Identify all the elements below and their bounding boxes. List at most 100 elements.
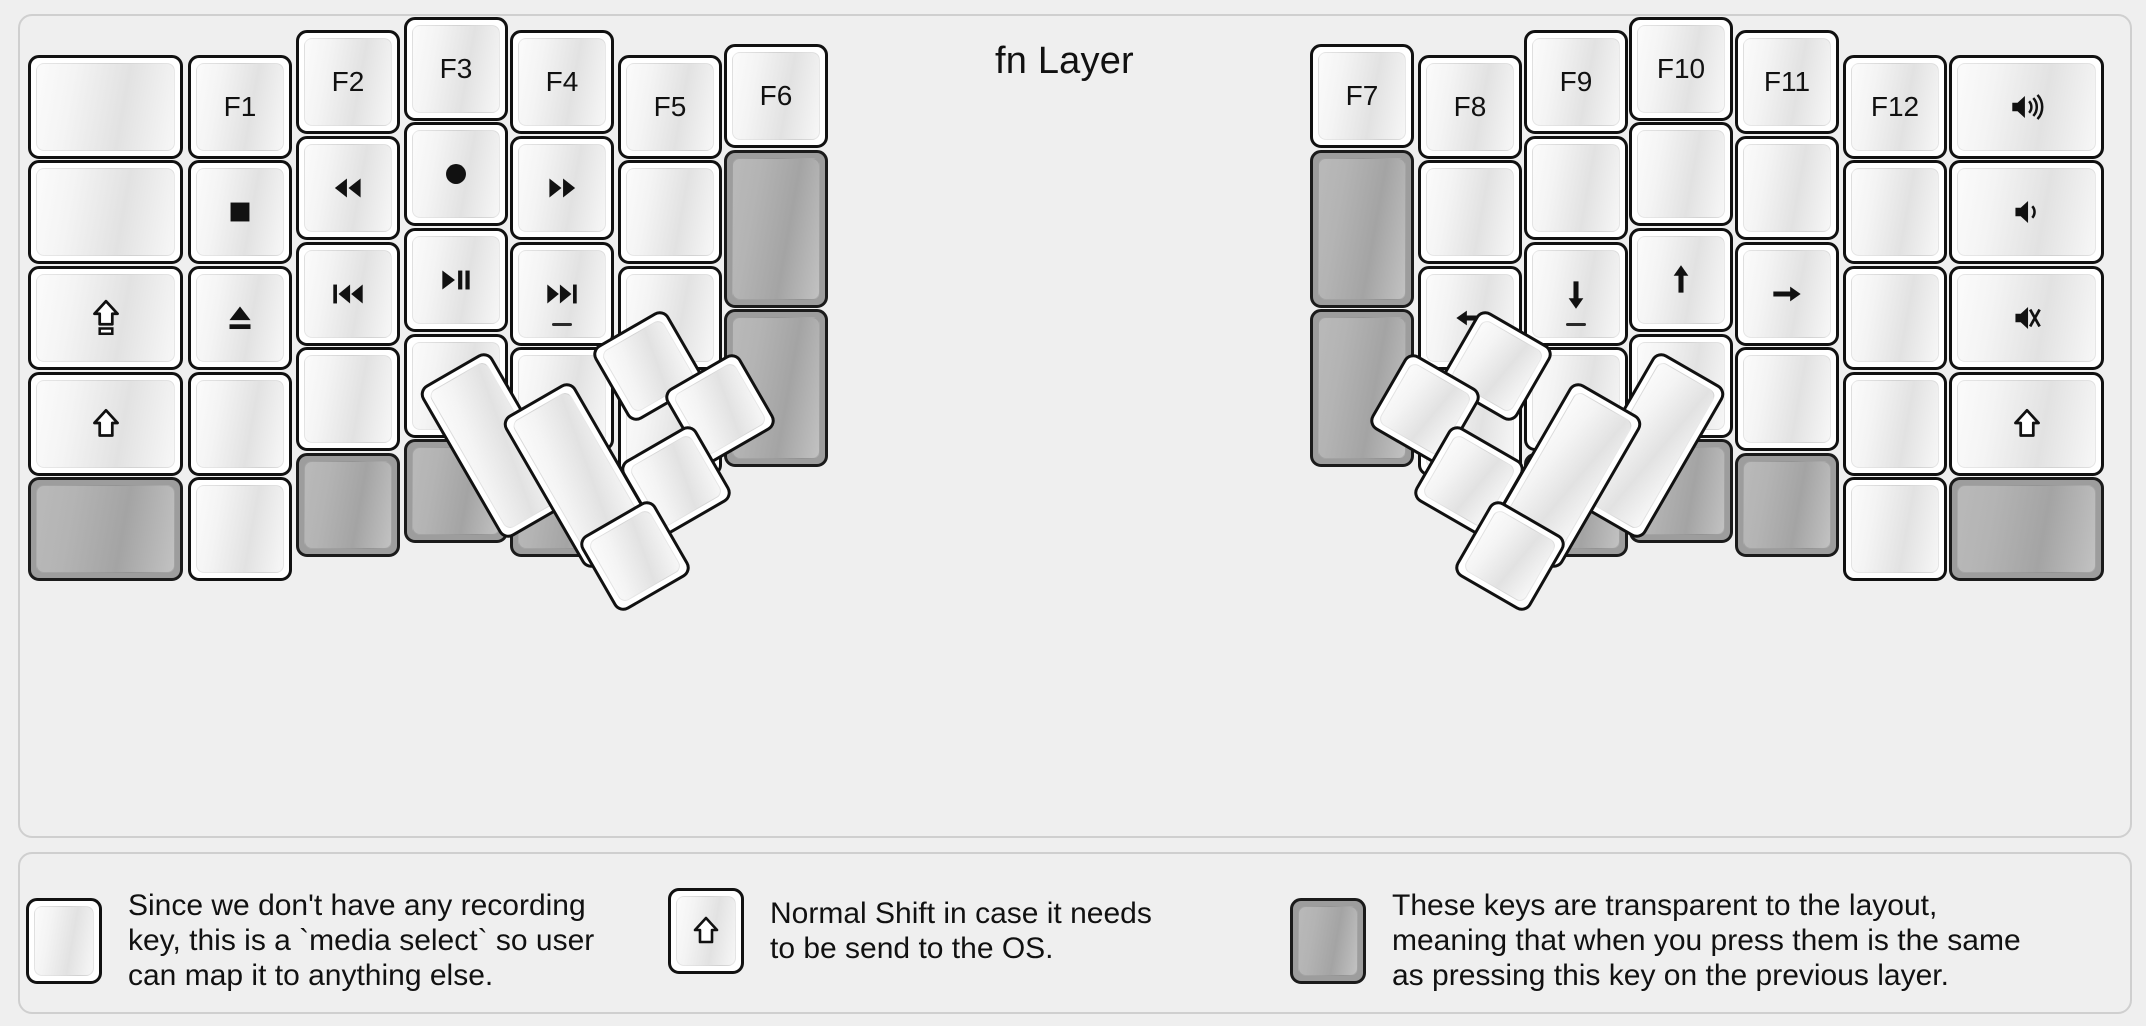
media-prev-track-icon — [333, 284, 363, 304]
media-fast-forward-icon — [541, 167, 583, 209]
key-blank[interactable] — [28, 55, 183, 159]
key-cap — [1318, 158, 1406, 300]
key-f7[interactable]: F7 — [1310, 44, 1414, 148]
key-cap: F6 — [732, 52, 820, 140]
key-label: F6 — [759, 80, 793, 111]
key-cap — [732, 158, 820, 300]
arrow-up-icon — [1660, 259, 1702, 301]
key-transparent[interactable] — [1735, 453, 1839, 557]
legend-item: Since we don't have any recording key, t… — [26, 888, 594, 993]
key-blank[interactable] — [1843, 266, 1947, 370]
key-media-record[interactable] — [404, 122, 508, 226]
media-next-track-icon — [547, 284, 577, 304]
key-volume-mute[interactable] — [1949, 266, 2104, 370]
key-f3[interactable]: F3 — [404, 17, 508, 121]
key-media-eject[interactable] — [188, 266, 292, 370]
shift-arrow-icon — [85, 403, 127, 445]
key-f12[interactable]: F12 — [1843, 55, 1947, 159]
key-arrow-down[interactable] — [1524, 242, 1628, 346]
key-f10[interactable]: F10 — [1629, 17, 1733, 121]
key-cap — [1743, 250, 1831, 338]
key-cap — [196, 485, 284, 573]
key-blank[interactable] — [188, 372, 292, 476]
media-stop-icon — [230, 202, 250, 222]
arrow-right-icon — [1773, 286, 1801, 302]
key-cap: F12 — [1851, 63, 1939, 151]
key-blank[interactable] — [1629, 122, 1733, 226]
key-media-rewind[interactable] — [296, 136, 400, 240]
key-cap — [1637, 236, 1725, 324]
key-cap: F1 — [196, 63, 284, 151]
key-blank[interactable] — [1735, 347, 1839, 451]
key-cap — [1851, 380, 1939, 468]
arrow-down-icon — [1568, 281, 1584, 309]
key-cap — [1851, 485, 1939, 573]
media-play-pause-icon — [442, 270, 470, 290]
key-transparent[interactable] — [1310, 309, 1414, 467]
legend-description: These keys are transparent to the layout… — [1392, 889, 2021, 993]
key-cap — [626, 168, 714, 256]
key-blank[interactable] — [296, 347, 400, 451]
key-label: F10 — [1656, 53, 1706, 84]
key-blank[interactable] — [1843, 160, 1947, 264]
volume-down-icon — [2006, 191, 2048, 233]
caps-shift-icon — [92, 299, 119, 336]
key-f9[interactable]: F9 — [1524, 30, 1628, 134]
key-media-next-track[interactable] — [510, 242, 614, 346]
key-transparent[interactable] — [724, 150, 828, 308]
key-cap — [196, 274, 284, 362]
key-cap: F10 — [1637, 25, 1725, 113]
key-blank[interactable] — [1843, 477, 1947, 581]
key-cap — [1743, 355, 1831, 443]
key-shift-arrow[interactable] — [1949, 372, 2104, 476]
key-label: F7 — [1345, 80, 1379, 111]
key-media-stop[interactable] — [188, 160, 292, 264]
key-cap: F4 — [518, 38, 606, 126]
key-blank[interactable] — [1524, 136, 1628, 240]
key-volume-up[interactable] — [1949, 55, 2104, 159]
key-f2[interactable]: F2 — [296, 30, 400, 134]
key-media-play-pause[interactable] — [404, 228, 508, 332]
key-f8[interactable]: F8 — [1418, 55, 1522, 159]
key-f1[interactable]: F1 — [188, 55, 292, 159]
key-transparent[interactable] — [296, 453, 400, 557]
volume-down-icon — [2014, 200, 2036, 224]
key-cap — [1957, 274, 2096, 362]
key-blank[interactable] — [1735, 136, 1839, 240]
key-transparent[interactable] — [1310, 150, 1414, 308]
shift-arrow-icon — [693, 916, 719, 944]
key-f5[interactable]: F5 — [618, 55, 722, 159]
key-blank[interactable] — [1418, 160, 1522, 264]
media-prev-track-icon — [327, 273, 369, 315]
key-blank[interactable] — [188, 477, 292, 581]
key-label: F2 — [331, 66, 365, 97]
key-cap — [304, 461, 392, 549]
key-blank[interactable] — [1843, 372, 1947, 476]
homing-bump-indicator — [552, 323, 572, 326]
key-arrow-right[interactable] — [1735, 242, 1839, 346]
volume-up-icon — [2011, 94, 2043, 120]
key-cap — [36, 485, 175, 573]
key-cap — [36, 168, 175, 256]
shift-arrow-icon — [686, 911, 726, 951]
key-f4[interactable]: F4 — [510, 30, 614, 134]
key-media-prev-track[interactable] — [296, 242, 400, 346]
key-volume-down[interactable] — [1949, 160, 2104, 264]
key-blank[interactable] — [618, 160, 722, 264]
key-transparent[interactable] — [28, 477, 183, 581]
key-cap — [1957, 485, 2096, 573]
key-shift-arrow[interactable] — [28, 372, 183, 476]
key-cap — [1851, 168, 1939, 256]
key-blank[interactable] — [28, 160, 183, 264]
key-arrow-up[interactable] — [1629, 228, 1733, 332]
key-transparent[interactable] — [1949, 477, 2104, 581]
key-f11[interactable]: F11 — [1735, 30, 1839, 134]
key-cap — [304, 355, 392, 443]
key-caps-shift[interactable] — [28, 266, 183, 370]
key-media-fast-forward[interactable] — [510, 136, 614, 240]
key-f6[interactable]: F6 — [724, 44, 828, 148]
media-fast-forward-icon — [549, 178, 576, 198]
volume-mute-icon — [2006, 297, 2048, 339]
shift-arrow-icon — [2006, 403, 2048, 445]
legend-key-transparent — [1290, 897, 1366, 984]
